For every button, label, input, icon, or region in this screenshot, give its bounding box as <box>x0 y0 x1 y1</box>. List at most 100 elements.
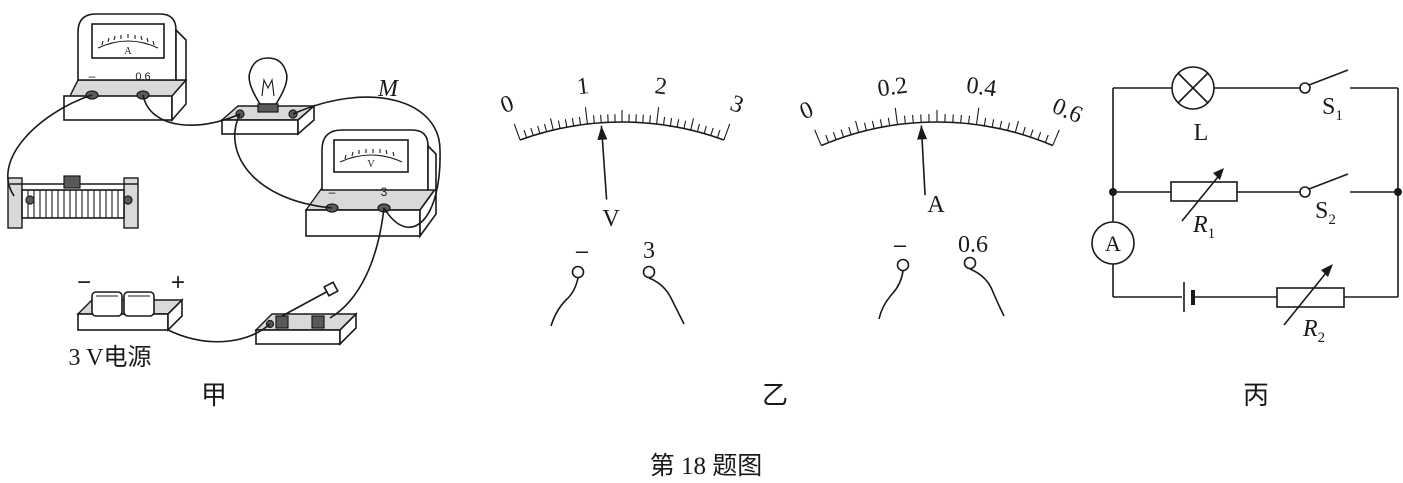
rheostat-r2-symbol <box>1276 264 1345 326</box>
lamp-symbol <box>1171 66 1215 110</box>
voltmeter-dial-tick <box>578 116 582 125</box>
ammeter-range-terminal-dial[interactable] <box>963 256 977 270</box>
ammeter-dial-tick <box>912 114 914 123</box>
ammeter-dial-tick <box>1022 126 1026 135</box>
ammeter-device-letter: A <box>124 46 132 57</box>
ammeter-dial-tick <box>832 132 837 140</box>
voltmeter-dial-tick <box>696 123 701 132</box>
ammeter-device: A – 0.6 <box>62 13 188 123</box>
ammeter-dial-tick <box>894 107 899 125</box>
voltmeter-dial-tick <box>703 125 707 134</box>
ammeter-dial-scale-label: 0.2 <box>876 73 909 103</box>
voltmeter-dial-tick <box>584 107 588 125</box>
ammeter-dial-tick <box>999 120 1003 129</box>
ammeter-dial-tick <box>1052 129 1060 146</box>
ammeter-dial-tick <box>1044 134 1049 143</box>
voltmeter-dial-tick <box>549 118 554 131</box>
voltmeter-dial-tick <box>690 118 695 131</box>
voltmeter-dial-tick <box>557 120 561 129</box>
ammeter-dial-tick <box>991 119 995 128</box>
voltmeter-terminal-range-label: 3 <box>643 238 655 264</box>
ammeter-symbol-letter: A <box>1105 231 1121 256</box>
switch-s2[interactable] <box>1299 173 1349 198</box>
ammeter-dial-scale-label: 0 <box>796 97 817 126</box>
ammeter-dial-tick <box>840 129 845 138</box>
voltmeter-dial-tick <box>669 117 673 127</box>
voltmeter-dial-tick <box>537 125 541 134</box>
rheostat-device <box>7 175 139 229</box>
ammeter-terminal-range-label: 0.6 <box>958 232 988 258</box>
ammeter-dial-scale-label: 0.4 <box>965 73 998 103</box>
r2-label: R2 <box>1302 316 1325 346</box>
voltmeter-dial-tick <box>716 129 721 138</box>
voltmeter-dial-tick <box>513 123 521 141</box>
rheostat-r1-symbol <box>1170 168 1238 222</box>
ammeter-dial: 0 0.2 0.4 0.6 A – 0.6 <box>796 73 1086 320</box>
ammeter-device-range: 0.6 <box>135 71 150 83</box>
ammeter-dial-tick <box>814 129 822 146</box>
ammeter-dial-tick <box>960 114 962 123</box>
ammeter-dial-tick <box>983 117 987 126</box>
voltmeter-dial-tick <box>600 114 602 123</box>
voltmeter-minus-terminal-dial[interactable] <box>571 265 585 279</box>
ammeter-dial-ticks <box>814 107 1060 147</box>
voltmeter-dial-tick <box>649 115 651 124</box>
voltmeter-dial-tick <box>662 116 666 125</box>
ammeter-dial-tick <box>968 115 971 124</box>
ammeter-minus-terminal-dial[interactable] <box>896 258 910 272</box>
ammeter-dial-tick <box>887 117 891 126</box>
voltmeter-dial-tick <box>710 127 714 136</box>
ammeter-dial-tick <box>1014 120 1019 133</box>
switch-s1[interactable] <box>1299 69 1349 94</box>
panel-label-jia: 甲 <box>201 381 227 410</box>
ammeter-dial-tick <box>855 120 860 133</box>
switch-s1-label: S1 <box>1322 94 1343 124</box>
ammeter-dial-tick <box>1007 122 1011 131</box>
voltmeter-dial-ticks <box>513 107 731 141</box>
battery-device: − + <box>76 269 185 332</box>
voltmeter-device-range: 3 <box>381 185 388 199</box>
panel-label-bing: 丙 <box>1243 381 1269 410</box>
voltmeter-dial-tick <box>543 123 548 132</box>
ammeter-needle-head <box>917 125 928 140</box>
battery-symbol <box>1183 282 1195 312</box>
voltmeter-terminal-minus-label: – <box>576 238 589 263</box>
voltmeter-dial-scale-label: 1 <box>576 73 591 100</box>
voltmeter-meter-letter: V <box>602 206 620 232</box>
battery-label: 3 V电源 <box>69 344 152 371</box>
ammeter-terminal-minus-label: – <box>894 232 907 257</box>
voltmeter-dial-tick <box>564 119 568 128</box>
voltmeter-range-terminal-dial[interactable] <box>642 265 656 279</box>
ammeter-dial-labels: 0 0.2 0.4 0.6 <box>796 73 1086 129</box>
schematic-wires <box>1112 87 1399 298</box>
ammeter-dial-scale-arc <box>821 121 1053 147</box>
voltmeter-device: V – 3 <box>304 129 438 239</box>
panel-jia-circuit: A – 0.6 <box>7 13 441 410</box>
lamp-label: L <box>1194 120 1209 146</box>
junction-dot-right <box>1394 188 1402 196</box>
knife-switch-device <box>254 281 358 346</box>
voltmeter-dial-tick <box>642 114 644 123</box>
voltmeter-dial-tick <box>656 107 660 125</box>
r1-label: R1 <box>1192 212 1215 242</box>
jia-wires <box>7 94 441 343</box>
voltmeter-dial-scale-label: 3 <box>727 90 747 119</box>
battery-minus-label: − <box>77 269 91 296</box>
ammeter-meter-letter: A <box>927 192 945 218</box>
switch-s2-label: S2 <box>1315 198 1336 228</box>
ammeter-dial-tick <box>863 122 867 131</box>
battery-plus-label: + <box>171 269 185 296</box>
panel-label-yi: 乙 <box>762 381 788 410</box>
voltmeter-dial-tick <box>683 120 687 129</box>
voltmeter-device-letter: V <box>367 159 375 170</box>
ammeter-dial-scale-label: 0.6 <box>1048 93 1086 129</box>
ammeter-dial-tick <box>903 115 906 124</box>
ammeter-device-minus: – <box>89 69 96 83</box>
ammeter-dial-tick <box>1037 132 1042 140</box>
ammeter-dial-tick <box>871 120 875 129</box>
ammeter-symbol <box>1091 221 1135 265</box>
ammeter-dial-tick <box>879 119 883 128</box>
